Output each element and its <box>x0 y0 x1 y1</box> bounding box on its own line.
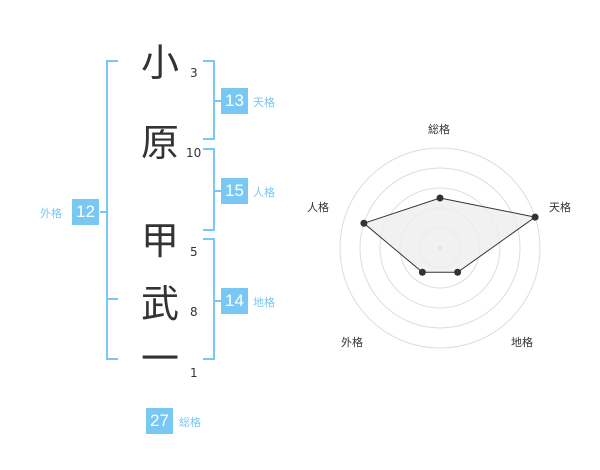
radar-label-soukaku: 総格 <box>428 123 450 136</box>
name-char-3: 甲 <box>140 219 179 263</box>
tenkaku-label: 天格 <box>253 96 275 109</box>
jinkaku-label: 人格 <box>253 186 275 199</box>
stroke-count-1: 3 <box>190 66 198 80</box>
stroke-count-5: 1 <box>190 366 198 380</box>
radar-ring-3 <box>379 187 501 309</box>
gaikaku-connector <box>100 211 107 213</box>
stroke-count-2: 10 <box>186 146 202 160</box>
radar-point-4 <box>418 268 426 276</box>
jinkaku-value-badge: 15 <box>221 178 248 204</box>
radar-point-5 <box>360 219 368 227</box>
stroke-count-4: 8 <box>190 305 198 319</box>
gaikaku-value-badge: 12 <box>72 199 99 225</box>
radar-label-tenkaku: 天格 <box>549 201 571 214</box>
radar-label-jinkaku: 人格 <box>307 201 329 214</box>
gaikaku-bracket-divider <box>106 298 118 300</box>
tenkaku-value-badge: 13 <box>221 88 248 114</box>
stroke-count-3: 5 <box>190 245 198 259</box>
radar-point-1 <box>436 194 444 202</box>
name-char-2: 原 <box>140 121 179 165</box>
chikaku-value-badge: 14 <box>221 288 248 314</box>
tenkaku-bracket <box>203 60 215 140</box>
radar-label-gaikaku: 外格 <box>341 336 363 349</box>
soukaku-label: 総格 <box>179 416 201 429</box>
soukaku-value-badge: 27 <box>146 408 173 434</box>
radar-label-chikaku: 地格 <box>511 336 533 349</box>
radar-point-3 <box>454 268 462 276</box>
radar-ring-4 <box>359 167 521 329</box>
jinkaku-connector <box>215 190 221 192</box>
radar-ring-5 <box>339 147 541 349</box>
radar-point-2 <box>531 213 539 221</box>
gaikaku-label: 外格 <box>40 207 62 220</box>
chikaku-bracket <box>203 238 215 360</box>
jinkaku-bracket <box>203 148 215 231</box>
name-char-4: 武 <box>140 282 179 326</box>
name-char-5: 一 <box>140 337 179 381</box>
chikaku-connector <box>215 300 221 302</box>
gaikaku-bracket <box>106 60 118 360</box>
tenkaku-connector <box>215 100 221 102</box>
radar-series-polygon <box>362 197 537 273</box>
chikaku-label: 地格 <box>253 296 275 309</box>
name-char-1: 小 <box>140 41 179 85</box>
